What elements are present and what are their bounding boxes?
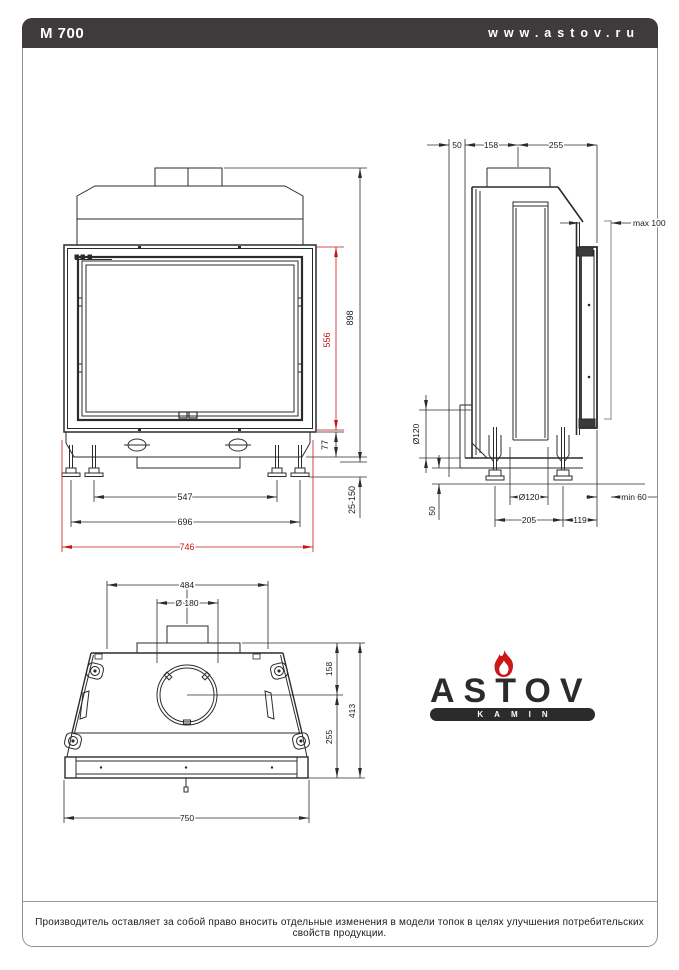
adjustable-feet bbox=[61, 445, 310, 477]
website-label: www.astov.ru bbox=[488, 26, 640, 40]
top-body bbox=[64, 625, 309, 793]
dim-frame-max: max 100 bbox=[633, 218, 666, 228]
brand-name: ASTOV bbox=[430, 672, 592, 710]
dim-flue-center-top: 158 bbox=[324, 662, 334, 676]
dim-front-foot: 119 bbox=[573, 515, 587, 525]
dim-flue-center: 158 bbox=[484, 140, 498, 150]
base-plinth bbox=[65, 432, 311, 469]
top-dimensions bbox=[63, 581, 365, 823]
brand-subtitle-bar: KAMIN bbox=[430, 708, 595, 721]
dim-door-height: 556 bbox=[322, 332, 332, 347]
dim-bottom-gap: 50 bbox=[427, 506, 437, 516]
hinge-lugs bbox=[63, 662, 311, 750]
side-dimensions bbox=[419, 143, 657, 527]
dim-base-height: 77 bbox=[320, 440, 330, 450]
hood bbox=[76, 185, 304, 246]
footer-divider bbox=[22, 901, 658, 902]
dim-clearance-min: min 60 bbox=[621, 492, 647, 502]
flame-icon bbox=[492, 650, 516, 680]
brand-logo: ASTOV KAMIN bbox=[428, 648, 600, 728]
dim-front-depth: 255 bbox=[324, 730, 334, 744]
header-bar: M 700 www.astov.ru bbox=[22, 18, 658, 48]
front-dim-labels: 898 556 77 25-150 547 696 746 bbox=[176, 309, 359, 554]
top-view-drawing: 484 Ø 180 158 255 413 750 bbox=[63, 579, 365, 825]
side-feet bbox=[432, 427, 645, 485]
dim-bottom-outlet: Ø120 bbox=[519, 492, 540, 502]
disclaimer-text: Производитель оставляет за собой право в… bbox=[35, 917, 644, 939]
side-door bbox=[576, 220, 612, 429]
side-dim-labels: 50 158 255 max 100 Ø120 50 Ø120 min 60 2… bbox=[410, 139, 668, 527]
dim-total-depth: 413 bbox=[347, 704, 357, 718]
dim-flue-dia: Ø 180 bbox=[175, 598, 198, 608]
dim-feet-inner-span: 547 bbox=[177, 492, 192, 502]
dim-total-height: 898 bbox=[345, 310, 355, 325]
brand-subtitle: KAMIN bbox=[477, 709, 559, 719]
dim-depth-front: 255 bbox=[549, 140, 563, 150]
model-title: M 700 bbox=[40, 24, 85, 42]
dim-wall-gap: 50 bbox=[452, 140, 462, 150]
dim-feet-outer-span: 696 bbox=[177, 517, 192, 527]
dim-bottom-width: 750 bbox=[180, 813, 194, 823]
dim-total-width: 746 bbox=[179, 542, 194, 552]
flue-collar bbox=[154, 167, 223, 187]
front-view-drawing: 898 556 77 25-150 547 696 746 bbox=[61, 167, 367, 554]
dim-feet-adjust: 25-150 bbox=[347, 486, 357, 514]
dim-top-width: 484 bbox=[180, 580, 194, 590]
side-view-drawing: 50 158 255 max 100 Ø120 50 Ø120 min 60 2… bbox=[410, 139, 668, 527]
door-frame bbox=[63, 244, 317, 433]
front-dimensions bbox=[61, 167, 367, 552]
top-dim-labels: 484 Ø 180 158 255 413 750 bbox=[174, 579, 359, 825]
dim-feet-span: 205 bbox=[522, 515, 536, 525]
dim-rear-outlet: Ø120 bbox=[411, 423, 421, 444]
side-body bbox=[448, 139, 584, 477]
